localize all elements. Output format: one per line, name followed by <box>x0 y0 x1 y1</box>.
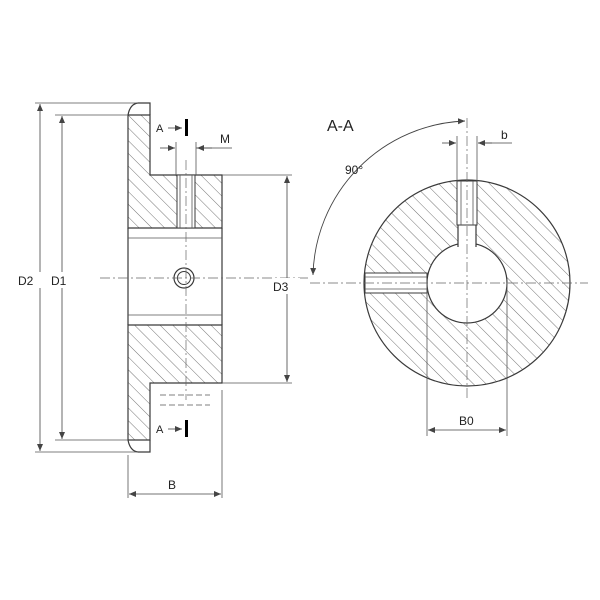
lower-body-section <box>127 324 223 441</box>
section-a-a-view: A-A 90° b B0 <box>310 118 588 436</box>
upper-body-section <box>127 114 223 229</box>
m-label: M <box>220 132 230 146</box>
side-section-view: D2 D1 D3 B M A A <box>16 102 310 498</box>
d3-label: D3 <box>273 280 289 294</box>
keyway-width-label: b <box>501 128 508 142</box>
b-label: B <box>168 478 176 492</box>
upper-tooth <box>127 102 151 116</box>
d2-label: D2 <box>18 274 34 288</box>
angle-label: 90° <box>345 163 363 177</box>
section-marker-top: A <box>156 119 188 136</box>
section-marker-bottom: A <box>156 420 188 437</box>
d1-label: D1 <box>51 274 67 288</box>
section-mark-top-label: A <box>156 123 164 135</box>
section-mark-bottom-label: A <box>156 424 164 436</box>
bore-label: B0 <box>459 414 474 428</box>
lower-tooth <box>127 439 151 453</box>
angle-arc <box>310 118 466 276</box>
section-title: A-A <box>327 118 354 135</box>
